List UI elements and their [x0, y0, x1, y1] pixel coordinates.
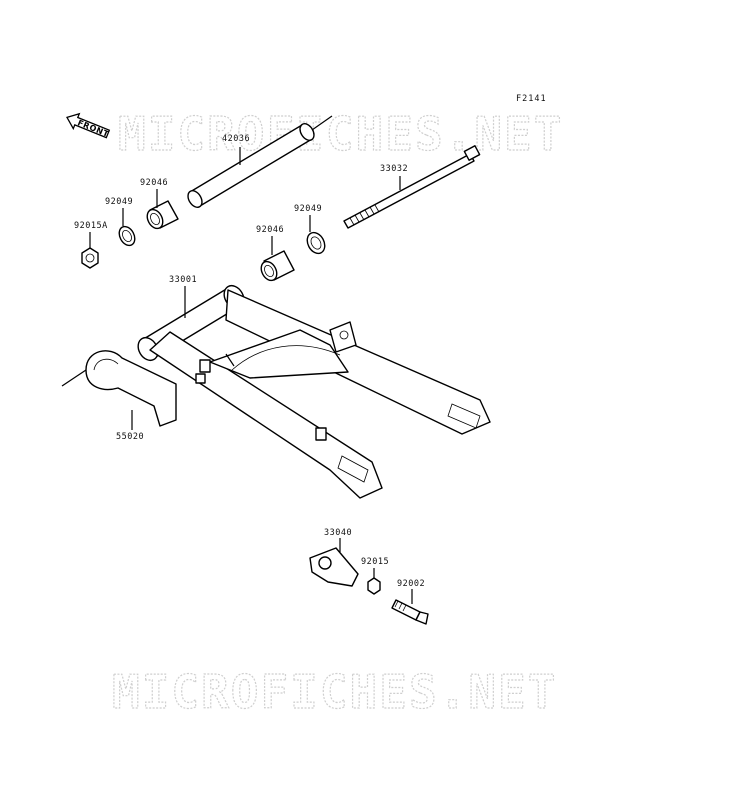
watermark-bottom: MICROFICHES.NET: [112, 665, 557, 719]
part-92046-left-needle-bearing: [146, 200, 179, 230]
label-92046-left: 92046: [140, 178, 168, 188]
part-92049-right-seal: [306, 231, 326, 255]
label-92002: 92002: [397, 579, 425, 589]
label-92015A: 92015A: [74, 221, 108, 231]
part-92015A-nut: [81, 247, 99, 269]
watermark-top: MICROFICHES.NET: [118, 107, 563, 161]
label-92049-right: 92049: [294, 204, 322, 214]
part-92015-nut: [367, 577, 381, 595]
figure-code: F2141: [516, 94, 547, 104]
front-label: FRONT: [76, 118, 110, 139]
part-33040-chain-adjuster: [309, 547, 359, 587]
part-92046-right-needle-bearing: [260, 250, 295, 282]
front-arrow-icon: FRONT: [66, 112, 110, 139]
label-33040: 33040: [324, 528, 352, 538]
label-33001: 33001: [169, 275, 197, 285]
label-92046-right: 92046: [256, 225, 284, 235]
label-42036: 42036: [222, 134, 250, 144]
label-55020: 55020: [116, 432, 144, 442]
part-55020-chain-guard: [61, 350, 177, 427]
label-92049-left: 92049: [105, 197, 133, 207]
label-92015: 92015: [361, 557, 389, 567]
part-92002-bolt: [391, 599, 429, 625]
label-33032: 33032: [380, 164, 408, 174]
part-33001-swingarm: [137, 284, 491, 499]
part-33032-pivot-axle: [343, 145, 481, 229]
part-92049-left-seal: [118, 225, 136, 247]
part-42036-sleeve: [187, 115, 333, 208]
